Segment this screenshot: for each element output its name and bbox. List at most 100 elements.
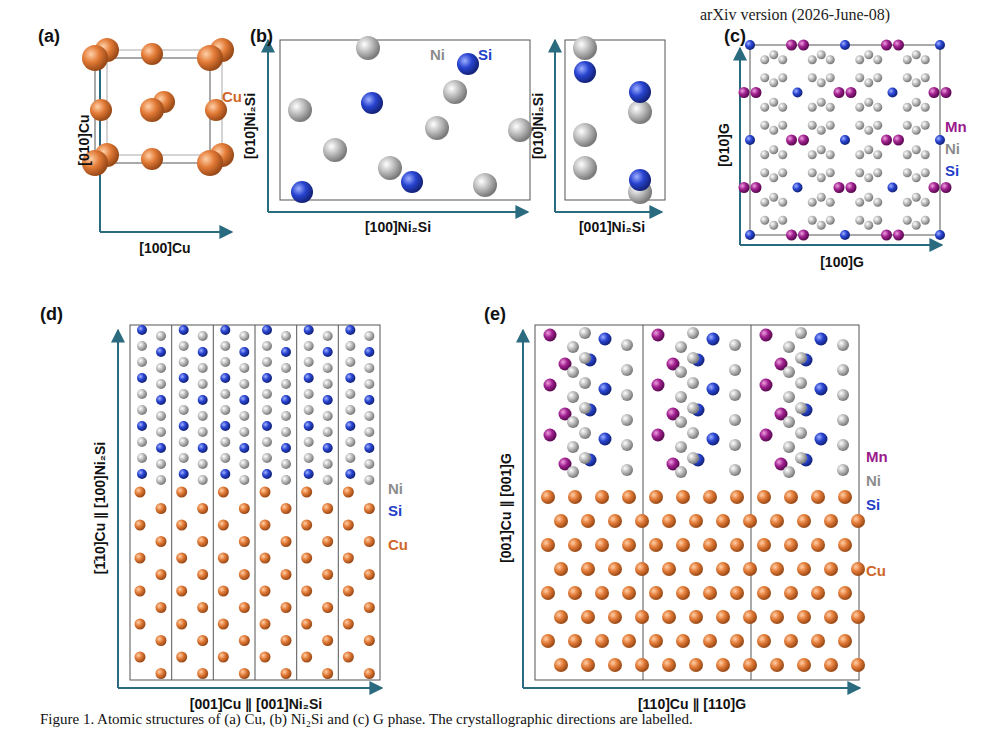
atom <box>855 198 864 207</box>
atom <box>156 635 167 646</box>
atom <box>343 619 354 630</box>
atom <box>579 352 591 364</box>
atom <box>218 619 229 630</box>
atom <box>239 427 249 437</box>
atom <box>345 469 355 479</box>
atom <box>220 405 230 415</box>
atom <box>826 103 835 112</box>
atom <box>179 453 189 463</box>
atom <box>786 135 797 146</box>
atom <box>176 487 187 498</box>
atom <box>473 173 497 197</box>
atom <box>599 383 612 396</box>
atom <box>322 569 333 580</box>
atom <box>730 586 744 600</box>
atom <box>567 366 579 378</box>
atom <box>621 339 633 351</box>
atom <box>873 103 882 112</box>
atom <box>840 230 850 240</box>
atom <box>135 487 146 498</box>
atom <box>239 443 249 453</box>
atom <box>912 221 921 230</box>
atom <box>156 459 166 469</box>
atom <box>783 341 795 353</box>
axis-label: [001]Cu ∥ [001]G <box>498 453 514 563</box>
atom <box>239 475 249 485</box>
atom <box>783 466 795 478</box>
atom <box>769 145 778 154</box>
atom <box>778 198 787 207</box>
atom <box>197 635 208 646</box>
atom <box>281 443 291 453</box>
atom <box>343 520 354 531</box>
atom <box>239 635 250 646</box>
axis-label: [001]Cu ∥ [001]Ni₂Si <box>190 696 322 712</box>
atom <box>784 634 798 648</box>
atom <box>599 433 612 446</box>
atom <box>730 490 744 504</box>
atom <box>554 562 568 576</box>
panel-label: (e) <box>484 304 506 325</box>
atom <box>137 421 147 431</box>
atom <box>760 55 769 64</box>
atom <box>824 514 838 528</box>
atom <box>291 181 313 203</box>
atom <box>179 405 189 415</box>
axis-label: [110]Cu ∥ [110]G <box>638 696 746 712</box>
atom <box>554 610 568 624</box>
atom <box>364 569 375 580</box>
element-label: Ni <box>945 140 960 157</box>
atom <box>262 389 272 399</box>
atom <box>364 331 374 341</box>
atom <box>873 168 882 177</box>
atom <box>837 464 849 476</box>
atom <box>220 341 230 351</box>
atom <box>730 538 744 552</box>
atom <box>941 87 952 98</box>
atom <box>838 538 852 552</box>
atom <box>239 379 249 389</box>
element-label: Cu <box>388 536 408 553</box>
atom <box>140 98 164 122</box>
atom <box>281 536 292 547</box>
atom <box>743 514 757 528</box>
atom <box>793 88 803 98</box>
atom <box>156 427 166 437</box>
atom <box>770 562 784 576</box>
atom <box>808 168 817 177</box>
atom <box>176 619 187 630</box>
atom <box>811 490 825 504</box>
atom <box>595 538 609 552</box>
atom <box>929 182 940 193</box>
atom <box>846 87 857 98</box>
atom <box>599 333 612 346</box>
atom <box>893 40 904 51</box>
atom <box>304 453 314 463</box>
atom <box>281 427 291 437</box>
panel-label: (b) <box>250 26 273 47</box>
atom <box>739 87 750 98</box>
atom <box>554 514 568 528</box>
atom <box>769 126 778 135</box>
page-header: arXiv version (2026-June-08) <box>700 6 890 24</box>
atom <box>239 363 249 373</box>
atom <box>808 121 817 130</box>
atom <box>873 73 882 82</box>
atom <box>544 329 557 342</box>
atom <box>808 103 817 112</box>
atom <box>628 100 652 124</box>
atom <box>345 405 355 415</box>
atom <box>345 437 355 447</box>
atom <box>716 562 730 576</box>
atom <box>579 427 591 439</box>
atom <box>817 193 826 202</box>
atom <box>135 619 146 630</box>
atom <box>689 562 703 576</box>
atom <box>837 364 849 376</box>
atom <box>815 333 828 346</box>
atom <box>903 121 912 130</box>
atom <box>301 553 312 564</box>
axis-label: [010]G <box>716 123 732 167</box>
atom <box>541 538 555 552</box>
atom <box>795 427 807 439</box>
